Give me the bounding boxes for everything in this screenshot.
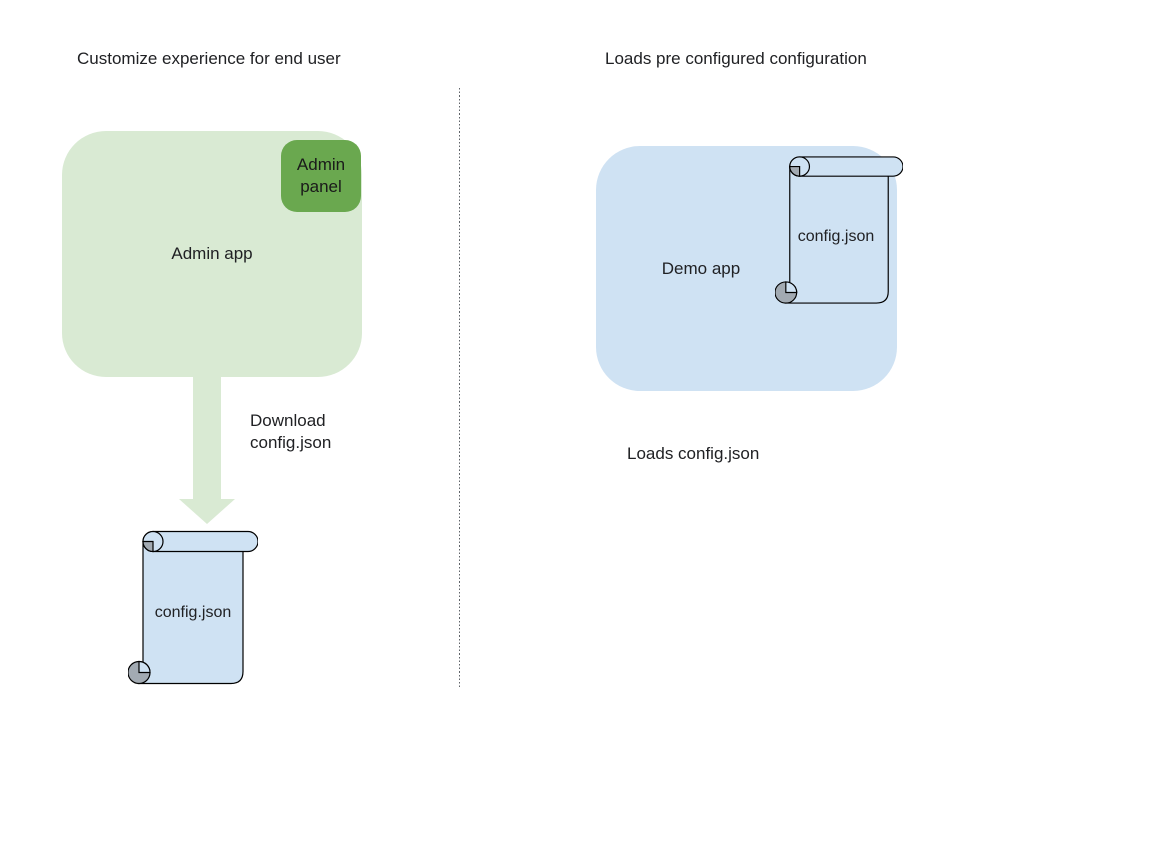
down-arrow-icon [179,377,235,524]
admin-app-box: Admin app Admin panel [62,131,362,377]
admin-panel-label: Admin panel [296,155,346,196]
section-divider [459,88,460,687]
admin-panel-box: Admin panel [281,140,361,212]
config-json-label: config.json [154,604,232,621]
left-section-title: Customize experience for end user [77,49,341,68]
demo-app-label: Demo app [661,258,741,278]
right-section-title: Loads pre configured configuration [605,49,867,68]
config-json-scroll-icon [775,156,903,304]
download-arrow-caption: Download config.json [250,411,332,452]
config-json-label: config.json [797,228,875,245]
config-json-scroll-icon [128,530,258,685]
loads-config-caption: Loads config.json [627,444,760,463]
admin-app-label: Admin app [171,244,253,263]
